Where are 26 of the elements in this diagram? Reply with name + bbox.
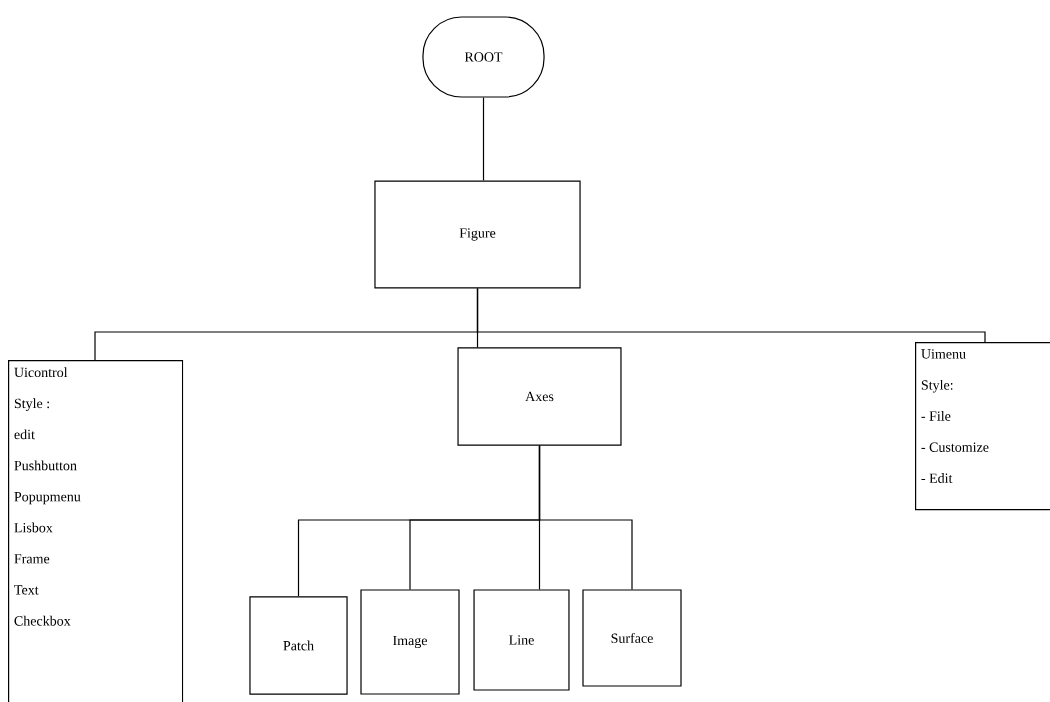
- list-item: Frame: [14, 554, 50, 564]
- list-box: [8, 360, 184, 702]
- class-box: Axes: [457, 347, 622, 446]
- connector-line: [538, 445, 633, 590]
- list-item: Popupmenu: [14, 492, 81, 505]
- class-box: Surface: [582, 589, 682, 687]
- list-item: Style :: [14, 398, 49, 412]
- class-box: Figure: [374, 180, 581, 289]
- root-terminal: ROOT: [422, 16, 545, 98]
- connector-line: [476, 287, 986, 343]
- connector-line: [482, 97, 485, 182]
- class-box: Line: [473, 589, 570, 691]
- list-item: Checkbox: [14, 615, 71, 626]
- list-item: - Customize: [921, 442, 989, 452]
- class-box: Image: [360, 589, 460, 695]
- list-item: Uimenu: [921, 349, 966, 359]
- list-item: edit: [14, 429, 35, 440]
- list-item: Style:: [921, 379, 953, 393]
- list-item: Pushbutton: [14, 460, 77, 471]
- list-item: Text: [14, 585, 39, 595]
- list-item: - File: [921, 410, 951, 421]
- list-item: Uicontrol: [14, 367, 68, 378]
- list-box: [915, 342, 1050, 511]
- list-item: Lisbox: [14, 522, 53, 533]
- class-box: Patch: [249, 596, 348, 695]
- list-item: - Edit: [921, 473, 953, 483]
